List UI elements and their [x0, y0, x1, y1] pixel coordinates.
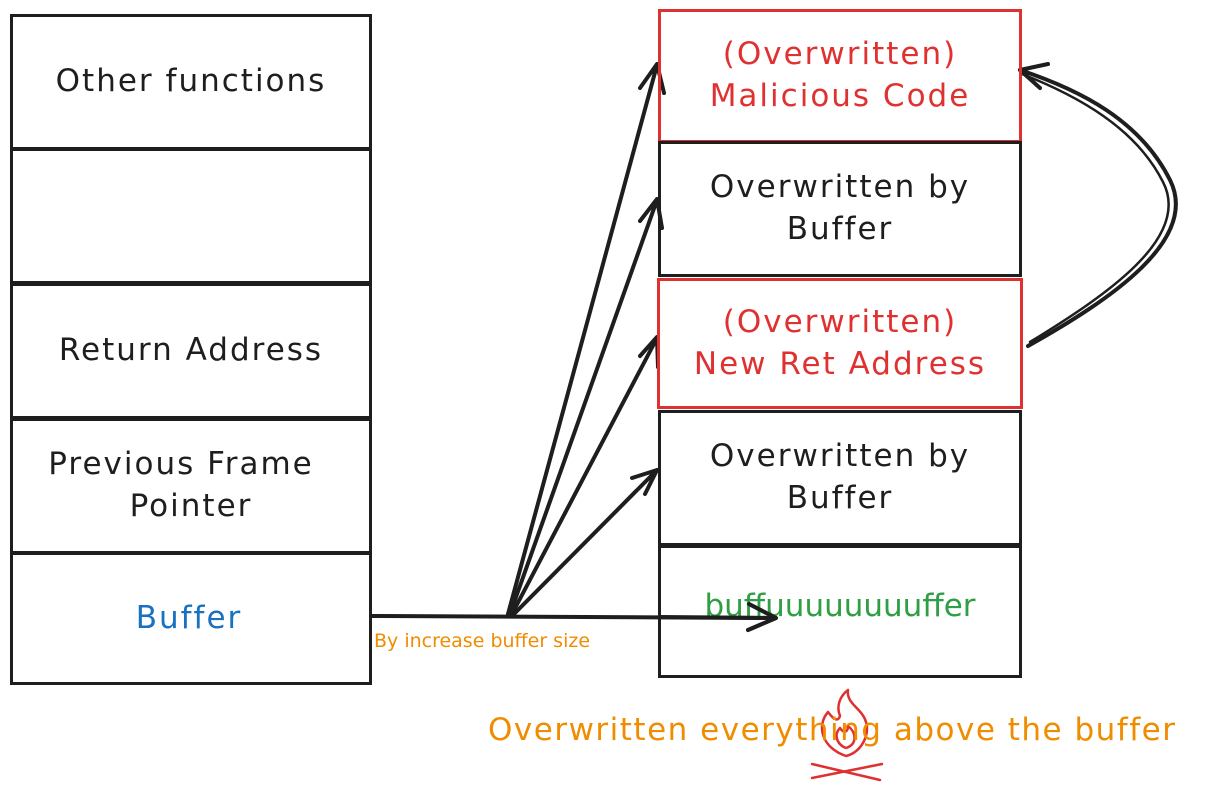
stack-cell-overwritten-lower: Overwritten by Buffer — [658, 410, 1022, 546]
fire-icon — [810, 688, 884, 782]
overwritten-upper-line1: Overwritten by — [709, 169, 971, 206]
arrow-return-to-malicious — [1018, 68, 1178, 348]
increase-buffer-size-note: By increase buffer size — [374, 630, 591, 652]
new-ret-address-line2: New Ret Address — [693, 345, 987, 382]
arrow-to-overwritten-lower — [512, 468, 659, 616]
stack-cell-previous-frame-pointer: Previous Frame Pointer — [10, 418, 372, 554]
overwrite-caption: Overwritten everything above the buffer — [488, 712, 1177, 748]
arrow-to-overwritten-upper — [508, 197, 664, 616]
other-functions-label: Other functions — [55, 63, 327, 100]
malicious-code-line1: (Overwritten) — [722, 36, 958, 73]
stack-cell-other-functions: Other functions — [10, 14, 372, 150]
new-ret-address-line1: (Overwritten) — [722, 303, 958, 340]
previous-frame-label-line2: Pointer — [129, 488, 253, 524]
stack-cell-buffer: Buffer — [10, 552, 372, 685]
long-buffer-label: buffuuuuuuuuffer — [704, 588, 976, 624]
previous-frame-label-line1: Previous Frame — [48, 446, 314, 483]
stack-cell-empty — [10, 148, 372, 284]
stack-cell-overwritten-upper: Overwritten by Buffer — [658, 141, 1022, 277]
malicious-code-line2: Malicious Code — [709, 78, 971, 114]
stack-cell-return-address: Return Address — [10, 283, 372, 419]
overwritten-lower-line1: Overwritten by — [709, 438, 971, 475]
return-address-label: Return Address — [58, 332, 324, 369]
stack-cell-malicious-code: (Overwritten) Malicious Code — [658, 9, 1022, 143]
overwritten-lower-line2: Buffer — [786, 480, 894, 516]
overwritten-upper-line2: Buffer — [786, 211, 894, 247]
stack-cell-long-buffer: buffuuuuuuuuffer — [658, 545, 1022, 678]
stack-cell-new-ret-address: (Overwritten) New Ret Address — [657, 278, 1023, 409]
buffer-label: Buffer — [135, 599, 243, 636]
arrow-to-malicious-code — [506, 62, 666, 616]
